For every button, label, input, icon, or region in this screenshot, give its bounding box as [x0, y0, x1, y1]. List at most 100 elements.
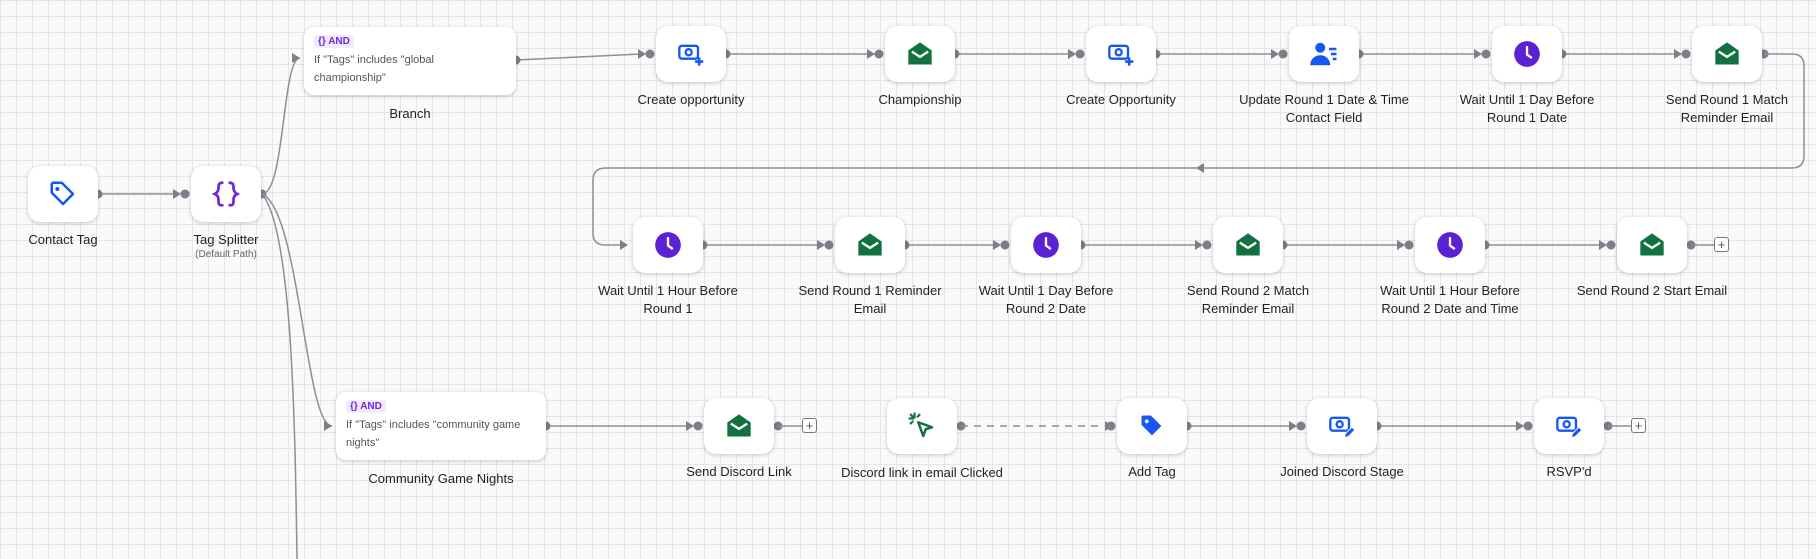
arrowhead: [638, 49, 646, 59]
championship-label: Championship: [878, 92, 962, 107]
email-icon: [1640, 233, 1664, 256]
tag-splitter-node[interactable]: [191, 166, 261, 222]
tag-splitter-sublabel: (Default Path): [195, 249, 257, 260]
email-icon: [858, 233, 882, 256]
discord-link-clicked-label: Discord link in email Clicked: [841, 465, 1003, 480]
wait-1-hour-round-2-label: Wait Until 1 Hour Before Round 2 Date an…: [1380, 283, 1520, 316]
connector-port[interactable]: [874, 49, 884, 59]
discord-link-clicked-node[interactable]: [887, 398, 957, 454]
connector-port[interactable]: [1681, 49, 1691, 59]
arrowhead: [1195, 240, 1203, 250]
round-1-reminder-email-node[interactable]: [835, 217, 905, 273]
arrowhead: [173, 189, 181, 199]
round-1-match-reminder-label: Send Round 1 Match Reminder Email: [1665, 92, 1789, 125]
opportunity-edit-icon: [1556, 416, 1583, 439]
championship-email-node[interactable]: [885, 26, 955, 82]
create-opportunity-label: Create opportunity: [637, 92, 745, 107]
arrowhead: [1068, 49, 1076, 59]
clock-icon: [655, 232, 681, 258]
clock-icon: [1514, 41, 1540, 67]
tag-outline-icon: [50, 181, 75, 206]
clock-icon: [1437, 232, 1463, 258]
arrowhead: [292, 53, 300, 63]
contact-tag-label: Contact Tag: [28, 232, 98, 247]
wait-1-hour-round-1-label: Wait Until 1 Hour Before Round 1: [598, 283, 738, 316]
arrowhead: [1289, 421, 1297, 431]
arrowhead: [1599, 240, 1607, 250]
condition-text: If "Tags" includes "global championship": [314, 54, 434, 84]
tag-splitter-label: Tag Splitter (Default Path): [141, 231, 311, 261]
and-operator-badge: {} AND: [314, 35, 354, 48]
connector-port[interactable]: [1296, 421, 1306, 431]
condition-text: If "Tags" includes "community game night…: [346, 419, 521, 449]
arrowhead: [1271, 49, 1279, 59]
branch-condition-global-championship[interactable]: {} AND If "Tags" includes "global champi…: [304, 27, 516, 95]
email-icon: [1236, 233, 1260, 256]
round-2-start-email-label: Send Round 2 Start Email: [1576, 283, 1728, 298]
connector-port[interactable]: [1523, 421, 1533, 431]
arrowhead: [1105, 421, 1113, 431]
connector-port[interactable]: [824, 240, 834, 250]
wait-1-day-round-2-node[interactable]: [1011, 217, 1081, 273]
connector-port[interactable]: [1202, 240, 1212, 250]
tag-filled-icon: [1141, 415, 1162, 436]
connector-port[interactable]: [645, 49, 655, 59]
connector-port[interactable]: [1606, 240, 1616, 250]
branch-condition-community-game-nights[interactable]: {} AND If "Tags" includes "community gam…: [336, 392, 546, 460]
update-contact-field-label: Update Round 1 Date & Time Contact Field: [1239, 92, 1409, 125]
wait-1-hour-round-2-node[interactable]: [1415, 217, 1485, 273]
arrowhead: [620, 240, 628, 250]
add-step-button[interactable]: +: [802, 418, 817, 433]
branch-connector: [261, 57, 301, 195]
branch-label: Branch: [389, 106, 431, 121]
create-opportunity-node[interactable]: [656, 26, 726, 82]
connector-port[interactable]: [1481, 49, 1491, 59]
contact-update-icon: [1310, 42, 1337, 66]
email-icon: [1715, 42, 1739, 65]
add-tag-node[interactable]: [1117, 398, 1187, 454]
wait-1-day-round-1-node[interactable]: [1492, 26, 1562, 82]
tag-splitter-title: Tag Splitter: [193, 232, 259, 247]
round-2-match-reminder-node[interactable]: [1213, 217, 1283, 273]
wait-1-day-round-1-label: Wait Until 1 Day Before Round 1 Date: [1459, 92, 1595, 125]
connector-port[interactable]: [693, 421, 703, 431]
connector-port[interactable]: [180, 189, 190, 199]
round-1-match-reminder-node[interactable]: [1692, 26, 1762, 82]
arrowhead: [686, 421, 694, 431]
arrowhead: [1196, 163, 1204, 173]
cursor-click-icon: [908, 412, 934, 438]
default-path-connector: [261, 193, 298, 559]
contact-tag-node[interactable]: [28, 166, 98, 222]
email-icon: [908, 42, 932, 65]
opportunity-edit-icon: [1329, 416, 1356, 439]
curly-braces-icon: [211, 181, 241, 207]
wait-1-hour-round-1-node[interactable]: [633, 217, 703, 273]
arrowhead: [867, 49, 875, 59]
round-2-match-reminder-label: Send Round 2 Match Reminder Email: [1186, 283, 1310, 316]
rsvpd-node[interactable]: [1534, 398, 1604, 454]
update-contact-field-node[interactable]: [1289, 26, 1359, 82]
connector-port[interactable]: [1000, 240, 1010, 250]
create-opportunity-2-node[interactable]: [1086, 26, 1156, 82]
arrowhead: [1474, 49, 1482, 59]
round-1-reminder-email-label: Send Round 1 Reminder Email: [798, 283, 942, 316]
add-step-button[interactable]: +: [1714, 237, 1729, 252]
email-icon: [727, 414, 751, 437]
add-tag-label: Add Tag: [1128, 464, 1176, 479]
arrowhead: [1516, 421, 1524, 431]
connector-port[interactable]: [1404, 240, 1414, 250]
round-2-start-email-node[interactable]: [1617, 217, 1687, 273]
wrap-connector: [592, 53, 1805, 246]
connector-port[interactable]: [1075, 49, 1085, 59]
connector-port[interactable]: [1278, 49, 1288, 59]
and-operator-badge: {} AND: [346, 400, 386, 413]
joined-discord-stage-node[interactable]: [1307, 398, 1377, 454]
branch-connector: [261, 193, 333, 427]
add-step-button[interactable]: +: [1631, 418, 1646, 433]
rsvpd-label: RSVP'd: [1546, 464, 1592, 479]
create-opportunity-2-label: Create Opportunity: [1066, 92, 1176, 107]
opportunity-add-icon: [678, 44, 704, 66]
send-discord-link-node[interactable]: [704, 398, 774, 454]
arrowhead: [817, 240, 825, 250]
